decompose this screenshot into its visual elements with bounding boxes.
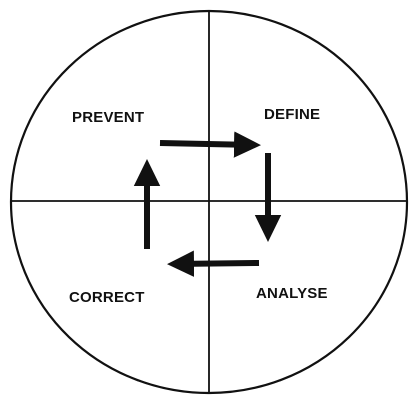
label-prevent: PREVENT (72, 109, 144, 126)
arrow-prevent-to-define (159, 131, 261, 158)
label-correct: CORRECT (69, 289, 145, 306)
label-analyse: ANALYSE (256, 285, 328, 302)
arrow-analyse-to-correct (167, 250, 260, 277)
label-define: DEFINE (264, 106, 320, 123)
